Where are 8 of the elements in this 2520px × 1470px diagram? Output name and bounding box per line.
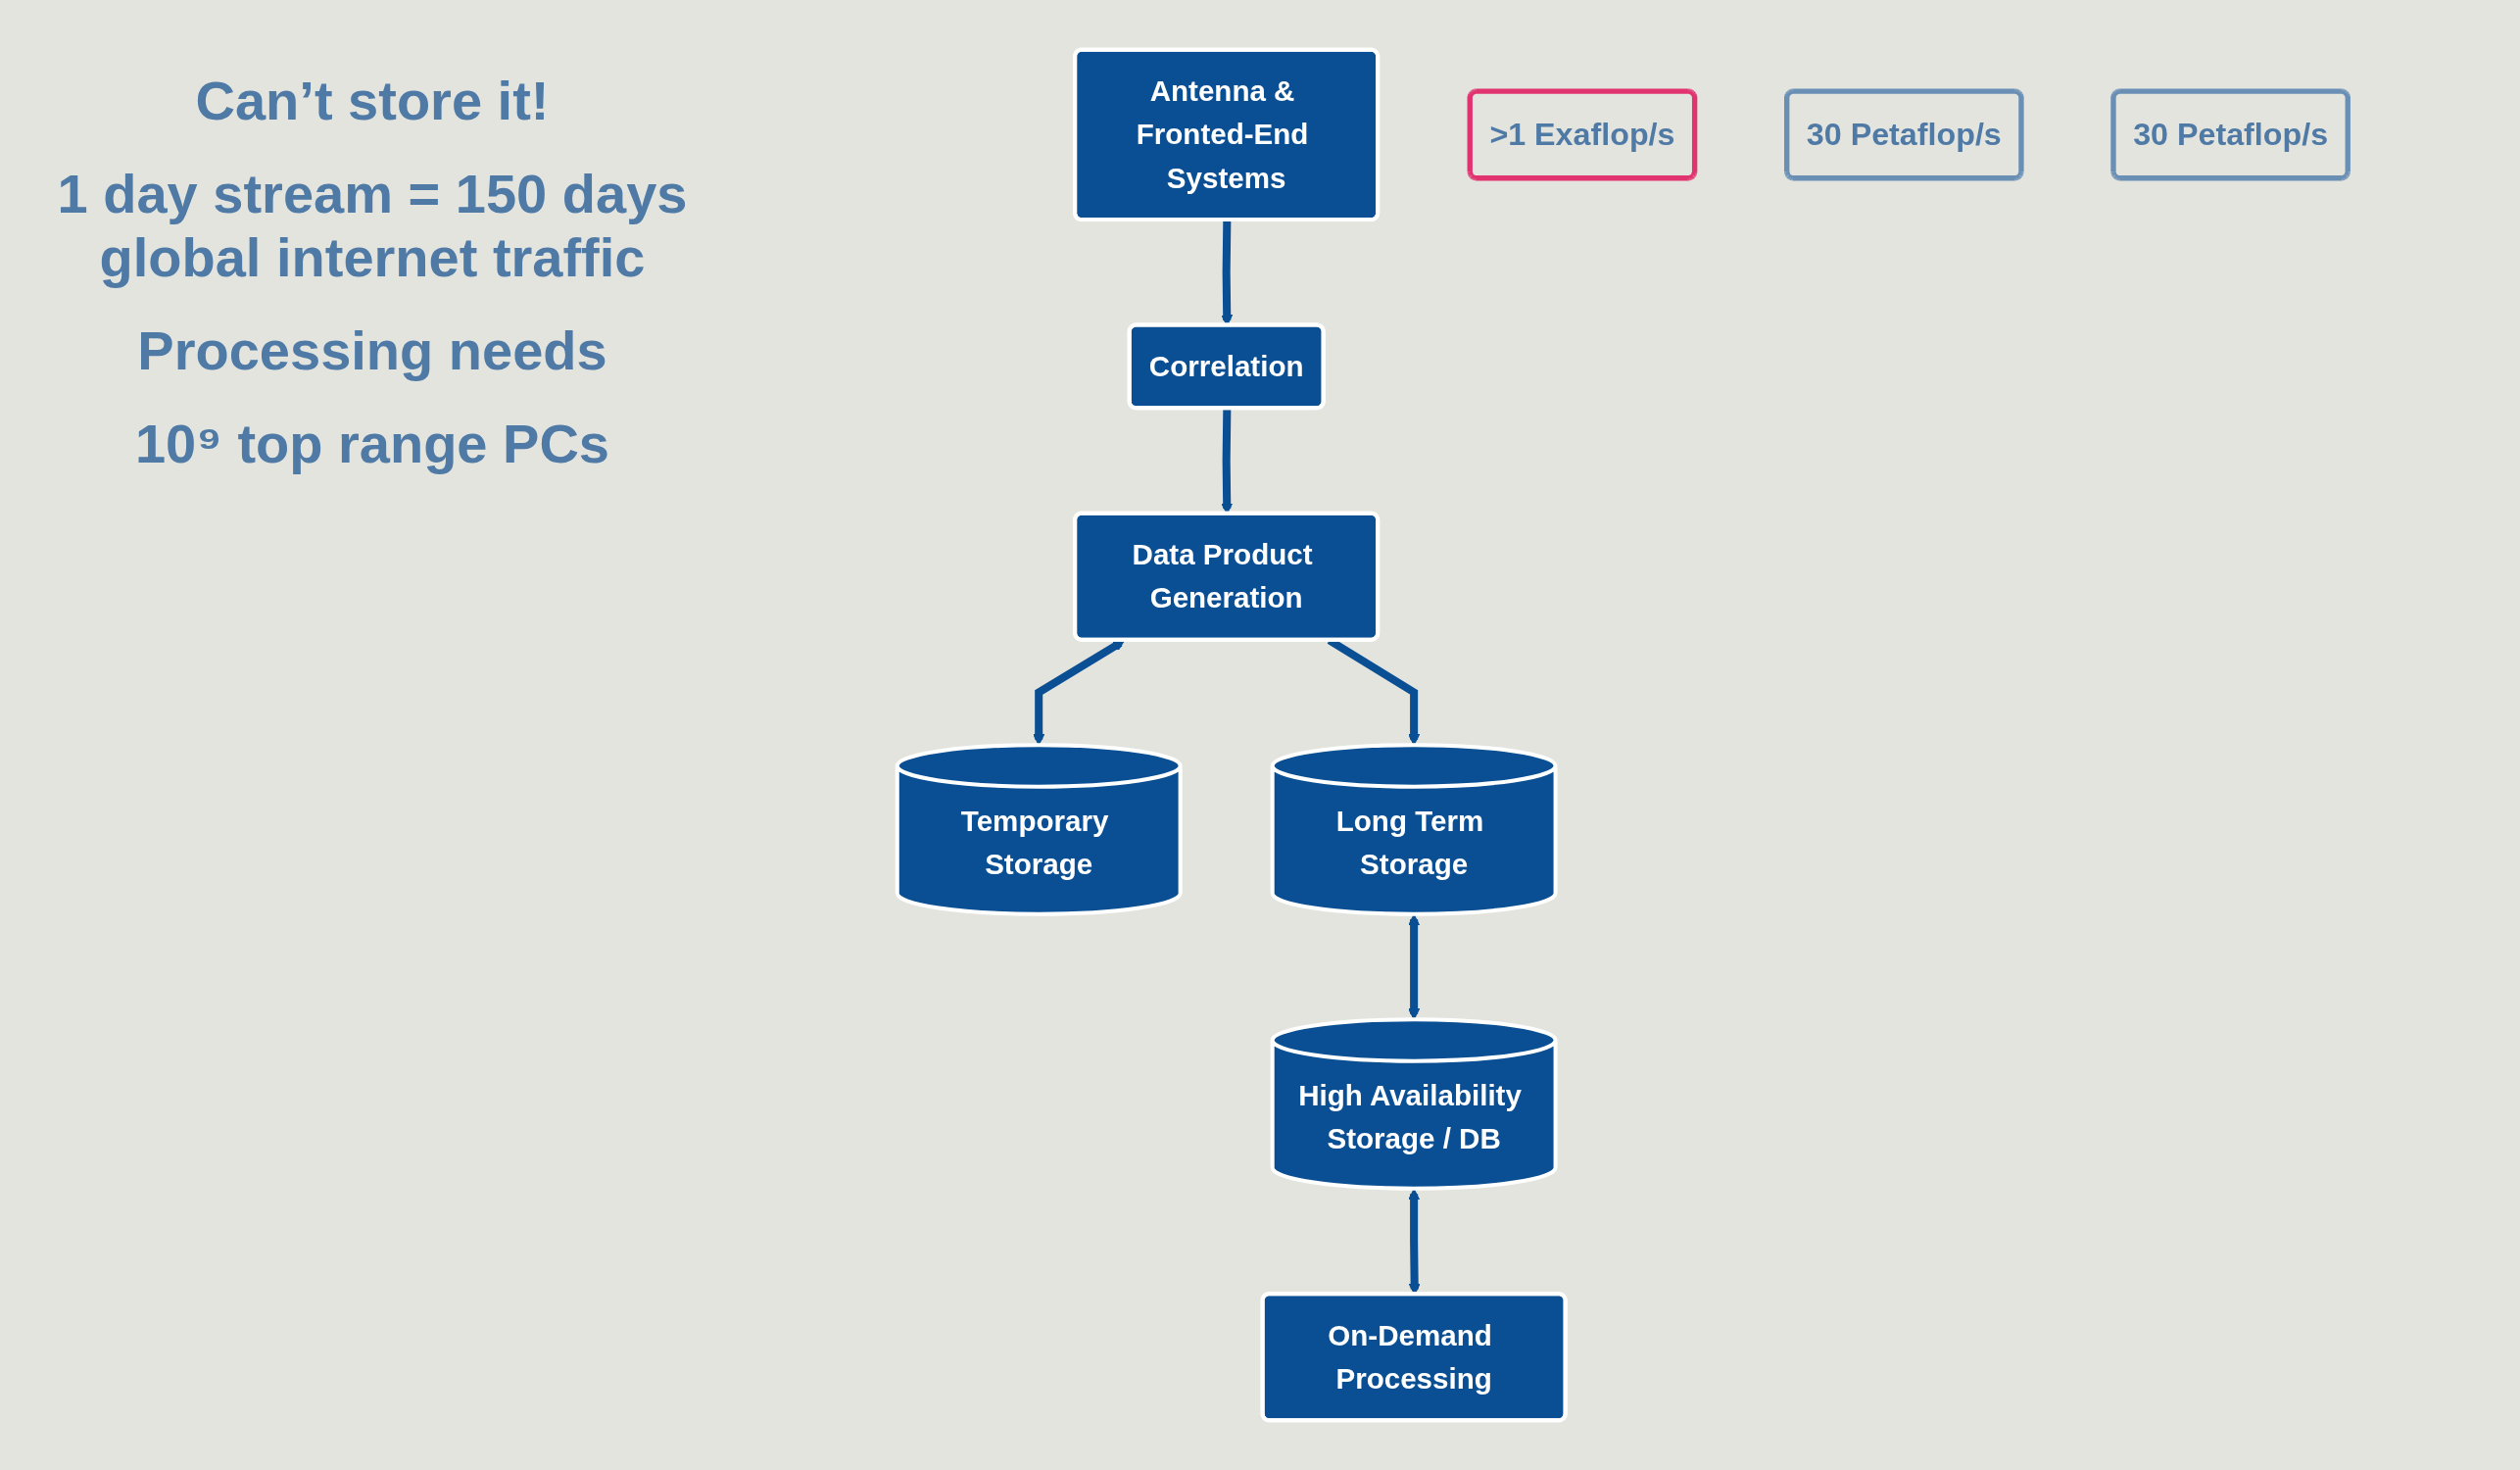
node-text: >1 Exaflop/s — [1489, 116, 1675, 152]
note-text: 1 day stream = 150 days global internet traffic — [56, 162, 689, 289]
arrow — [1408, 913, 1421, 1020]
node-text: 30 Petaflop/s — [2133, 116, 2329, 152]
node-text: 30 Petaflop/s — [1806, 116, 2002, 152]
note-text: Processing needs — [136, 318, 608, 382]
note-text: Can’t store it! — [194, 69, 551, 132]
note-text: 10⁹ top range PCs — [133, 412, 610, 475]
